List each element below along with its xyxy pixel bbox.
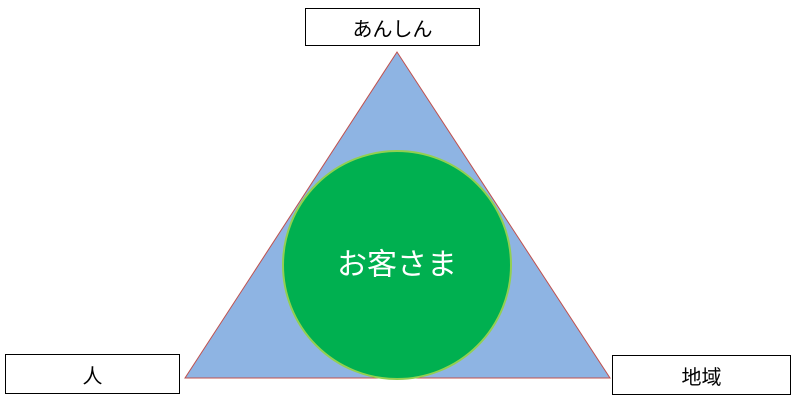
center-circle xyxy=(282,150,512,380)
right-label-box: 地域 xyxy=(612,355,791,395)
right-label: 地域 xyxy=(681,364,722,389)
top-label: あんしん xyxy=(352,16,433,41)
left-label-box: 人 xyxy=(5,354,180,394)
left-label: 人 xyxy=(82,363,103,388)
top-label-box: あんしん xyxy=(305,8,480,46)
center-label: お客さま xyxy=(337,248,457,283)
